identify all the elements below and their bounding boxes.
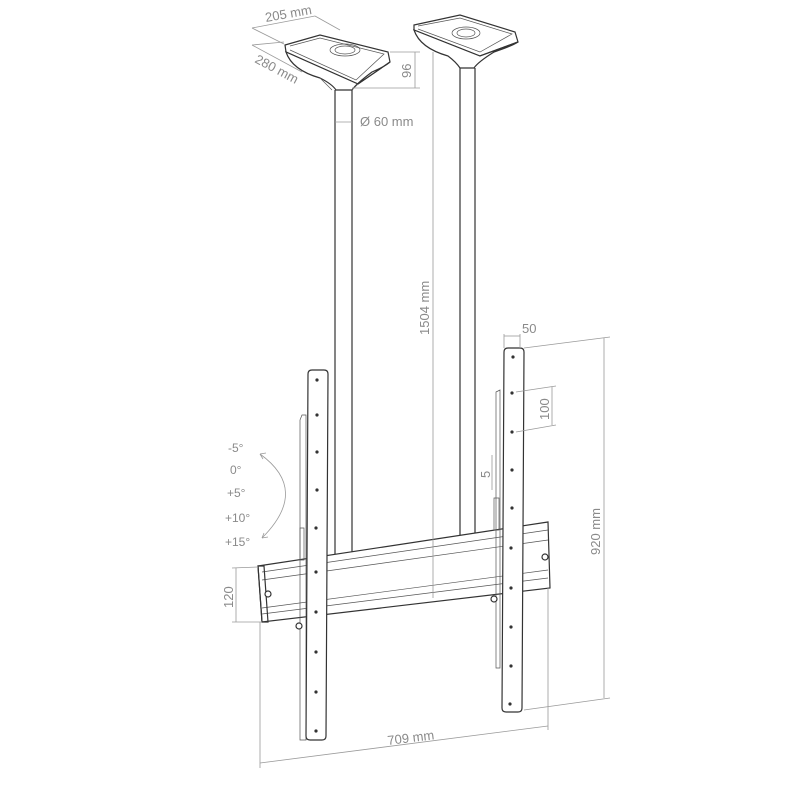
svg-text:50: 50 xyxy=(522,321,536,336)
svg-text:+10°: +10° xyxy=(225,511,250,525)
svg-text:1504 mm: 1504 mm xyxy=(417,281,432,335)
svg-text:5: 5 xyxy=(478,471,493,478)
svg-text:709 mm: 709 mm xyxy=(387,727,435,748)
ceiling-plate-left xyxy=(284,34,391,91)
dim-plate-height: 96 xyxy=(352,51,420,89)
dim-hole-spacing: 100 xyxy=(515,385,557,433)
dim-arm-width: 50 xyxy=(503,321,536,348)
svg-text:205 mm: 205 mm xyxy=(264,2,313,25)
svg-text:-5°: -5° xyxy=(228,441,244,455)
ceiling-plate-right xyxy=(413,14,519,69)
dim-small-offset: 5 xyxy=(478,455,493,490)
svg-text:+5°: +5° xyxy=(227,486,246,500)
horizontal-rail xyxy=(257,521,551,623)
svg-text:+15°: +15° xyxy=(225,535,250,549)
svg-text:920 mm: 920 mm xyxy=(588,508,603,555)
svg-text:Ø 60 mm: Ø 60 mm xyxy=(360,114,413,129)
svg-text:100: 100 xyxy=(537,398,552,420)
dim-overall-height: 920 mm xyxy=(523,336,611,711)
tilt-indicator: -5° 0° +5° +10° +15° xyxy=(225,441,286,549)
arm-right xyxy=(490,347,525,713)
dim-rail-height: 120 xyxy=(221,566,262,623)
dim-pole-length: 1504 mm xyxy=(417,52,434,598)
svg-text:0°: 0° xyxy=(230,463,242,477)
dim-overall-width: 709 mm xyxy=(259,588,549,768)
svg-text:120: 120 xyxy=(221,586,236,608)
svg-text:96: 96 xyxy=(399,64,414,78)
dim-pole-diameter: Ø 60 mm xyxy=(335,114,413,129)
arm-left xyxy=(295,369,329,741)
